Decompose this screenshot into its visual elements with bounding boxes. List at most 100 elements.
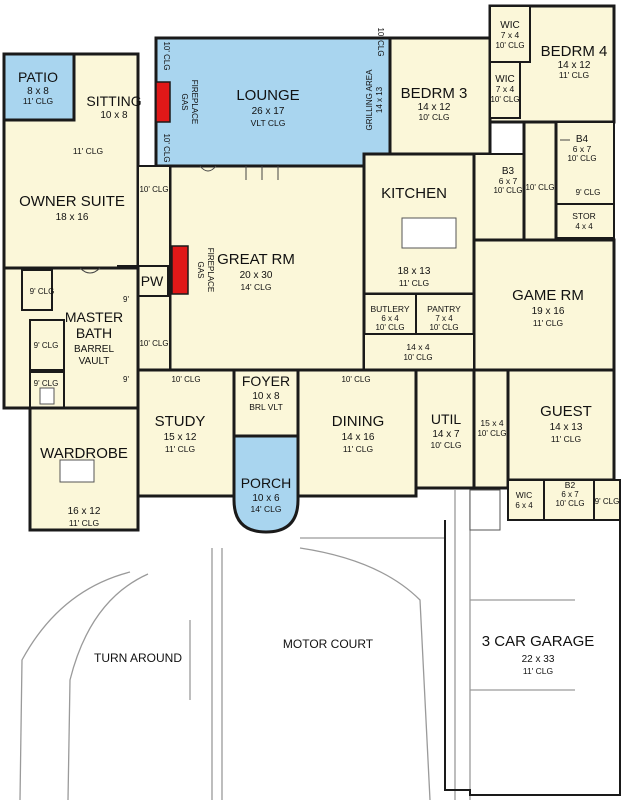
master-bath-line3: BARREL	[74, 344, 114, 355]
butlery-ceiling: 10' CLG	[375, 323, 404, 332]
driveway	[19, 490, 575, 800]
pantry-ceiling: 10' CLG	[429, 323, 458, 332]
study-dims: 15 x 12	[164, 432, 197, 443]
room-lounge	[154, 36, 392, 168]
sitting-name: SITTING	[86, 93, 141, 109]
gallery-dims: 15 x 4	[480, 418, 503, 428]
bedrm3-ceiling: 10' CLG	[419, 112, 450, 122]
room-b2-closet	[593, 479, 621, 521]
room-hall-right	[522, 120, 558, 244]
study-ceiling: 11' CLG	[165, 444, 195, 454]
grilling-area-dims: 14 x 13	[375, 86, 384, 113]
room-wardrobe	[28, 406, 140, 532]
garage-dims: 22 x 33	[522, 654, 555, 665]
hall-right-clg: 10' CLG	[525, 183, 554, 192]
study-top-clg: 10' CLG	[171, 375, 200, 384]
kitchen-name: KITCHEN	[381, 185, 447, 202]
bath-nine: 9'	[123, 375, 129, 384]
patio-ceiling: 11' CLG	[23, 96, 53, 106]
master-bath-line4: VAULT	[79, 356, 110, 367]
study-name: STUDY	[155, 413, 206, 430]
foyer-ceiling: BRL VLT	[249, 402, 283, 412]
util-name: UTIL	[431, 411, 462, 427]
wardrobe-dims: 16 x 12	[68, 506, 101, 517]
master-bath-line1: MASTER	[65, 309, 123, 325]
bedrm4-name: BEDRM 4	[541, 43, 608, 60]
game-rm-ceiling: 11' CLG	[533, 318, 563, 328]
great-rm-name: GREAT RM	[217, 251, 295, 268]
b3-ceiling: 10' CLG	[493, 186, 522, 195]
bath-closet-b	[29, 319, 65, 371]
room-study	[136, 368, 236, 498]
master-bath-line2: BATH	[76, 325, 112, 341]
game-rm-dims: 19 x 16	[532, 306, 565, 317]
util-ceiling: 10' CLG	[431, 440, 462, 450]
butlery-name: BUTLERY	[370, 304, 409, 314]
wic-top-ceiling: 10' CLG	[495, 41, 524, 50]
game-rm-name: GAME RM	[512, 287, 584, 304]
kitchen-island	[401, 217, 457, 249]
hall-center-dims: 14 x 4	[406, 342, 429, 352]
garage-steps	[469, 489, 501, 531]
b2-ceiling: 10' CLG	[555, 499, 584, 508]
guest-dims: 14 x 13	[550, 422, 583, 433]
dining-ceiling: 11' CLG	[343, 444, 373, 454]
great-fireplace-label-1: GAS	[196, 262, 205, 279]
wardrobe-island	[59, 459, 95, 483]
room-porch	[232, 434, 300, 534]
foyer-dims: 10 x 8	[252, 391, 280, 402]
room-game-rm	[472, 238, 616, 372]
foyer-name: FOYER	[242, 373, 290, 389]
b2-name: B2	[565, 480, 576, 490]
lounge-name: LOUNGE	[236, 87, 299, 104]
dining-name: DINING	[332, 413, 385, 430]
turn-around-label: TURN AROUND	[94, 651, 182, 665]
porch-name: PORCH	[241, 475, 292, 491]
b2-dims: 6 x 7	[561, 490, 579, 499]
pantry-name: PANTRY	[427, 304, 461, 314]
hall-left	[137, 165, 171, 267]
wic-guest-name: WIC	[516, 490, 533, 500]
porch-ceiling: 14' CLG	[251, 504, 282, 514]
room-b3	[473, 153, 525, 241]
pw-name: PW	[141, 273, 164, 289]
lounge-clg-c: 10' CLG	[376, 27, 385, 56]
butlery-dims: 6 x 4	[381, 314, 399, 323]
garage-outline	[444, 520, 621, 796]
bedrm4-dims: 14 x 12	[558, 60, 591, 71]
dining-dims: 14 x 16	[342, 432, 375, 443]
door-marks	[79, 139, 570, 274]
lounge-clg-a: 10' CLG	[162, 41, 171, 70]
great-fireplace-label-2: FIREPLACE	[206, 248, 215, 292]
hall-center	[363, 333, 475, 371]
b2-closet-clg: 9' CLG	[595, 497, 620, 506]
bath-closet-c-clg: 9' CLG	[34, 379, 59, 388]
hall-left-lower-clg: 10' CLG	[139, 339, 168, 348]
wic-mid-name: WIC	[495, 74, 514, 85]
b3-name: B3	[502, 166, 515, 177]
hall-gallery	[472, 368, 510, 490]
b4-dims: 6 x 7	[573, 144, 592, 154]
hall-left-clg: 10' CLG	[139, 185, 168, 194]
lounge-dims: 26 x 17	[252, 106, 285, 117]
wic-top-dims: 7 x 4	[501, 30, 520, 40]
wic-top-name: WIC	[500, 20, 519, 31]
room-patio	[2, 52, 76, 122]
bath-closet-a	[21, 269, 53, 311]
room-wic-top	[489, 5, 531, 63]
lounge-fireplace	[155, 81, 171, 123]
patio-name: PATIO	[18, 69, 58, 85]
room-stor	[555, 203, 615, 239]
b4-ceiling: 10' CLG	[567, 154, 596, 163]
stor-name: STOR	[572, 211, 595, 221]
stor-dims: 4 x 4	[575, 222, 593, 231]
room-b2	[543, 479, 595, 521]
porch-dims: 10 x 6	[252, 493, 280, 504]
b4-name: B4	[576, 134, 589, 145]
wic-mid-ceiling: 10' CLG	[490, 95, 519, 104]
bedrm3-dims: 14 x 12	[418, 102, 451, 113]
guest-name: GUEST	[540, 403, 592, 420]
gallery-ceiling: 10' CLG	[477, 429, 506, 438]
bath-closet-a-clg: 9' CLG	[30, 287, 55, 296]
